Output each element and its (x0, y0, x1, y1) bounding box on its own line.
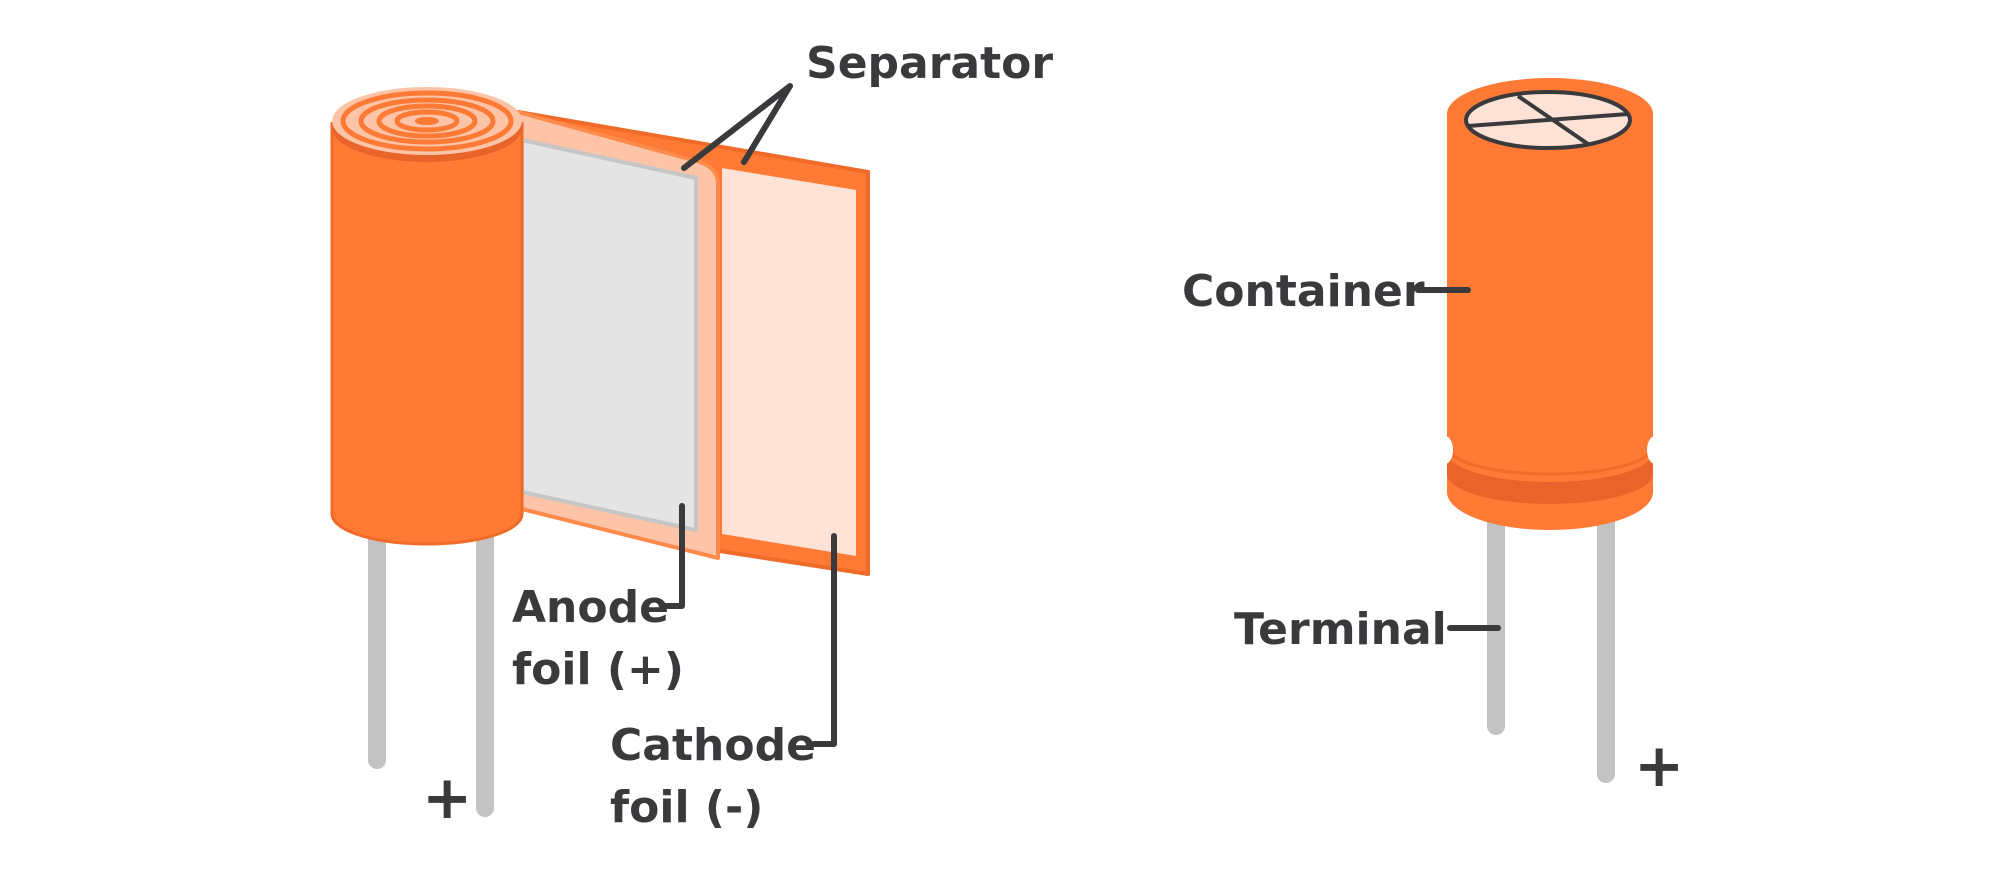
separator-leader-line (681, 83, 793, 171)
unrolled-capacitor: Separator Anode foil (+) Cathode foil (-… (330, 38, 1053, 833)
assembled-capacitor: Container Terminal + (1182, 78, 1684, 801)
cathode-foil-face (722, 168, 856, 556)
vent-score-horizontal (1467, 112, 1629, 128)
rolled-cylinder-bottom (332, 484, 522, 544)
spiral-ring (340, 90, 514, 152)
container-groove-band (1447, 452, 1653, 504)
left-positive-sign: + (422, 763, 472, 833)
right-positive-sign: + (1634, 731, 1684, 801)
rolled-cylinder-bottom-rim (330, 513, 524, 546)
container-notch-left (1437, 436, 1453, 464)
spiral-ring (358, 97, 496, 145)
anode-leader-line (659, 503, 685, 609)
container-body (1447, 114, 1653, 492)
cathode-label-line2: foil (-) (610, 782, 763, 833)
rolled-cylinder-body (332, 122, 522, 514)
separator-label: Separator (806, 38, 1053, 89)
anode-foil-sheet (520, 138, 698, 532)
container-label: Container (1182, 266, 1425, 317)
terminal-label: Terminal (1234, 604, 1447, 655)
spiral-ring (376, 103, 478, 139)
spiral-ring (394, 109, 460, 133)
cathode-label-line1: Cathode (610, 720, 816, 771)
spiral-core (415, 117, 439, 125)
cathode-leader-line (811, 533, 837, 747)
anode-label-line2: foil (+) (512, 644, 684, 695)
vent-score-diagonal (1516, 94, 1590, 146)
container-notch-right (1647, 436, 1663, 464)
container-groove-line (1447, 447, 1653, 476)
anode-label-line1: Anode (512, 582, 669, 633)
